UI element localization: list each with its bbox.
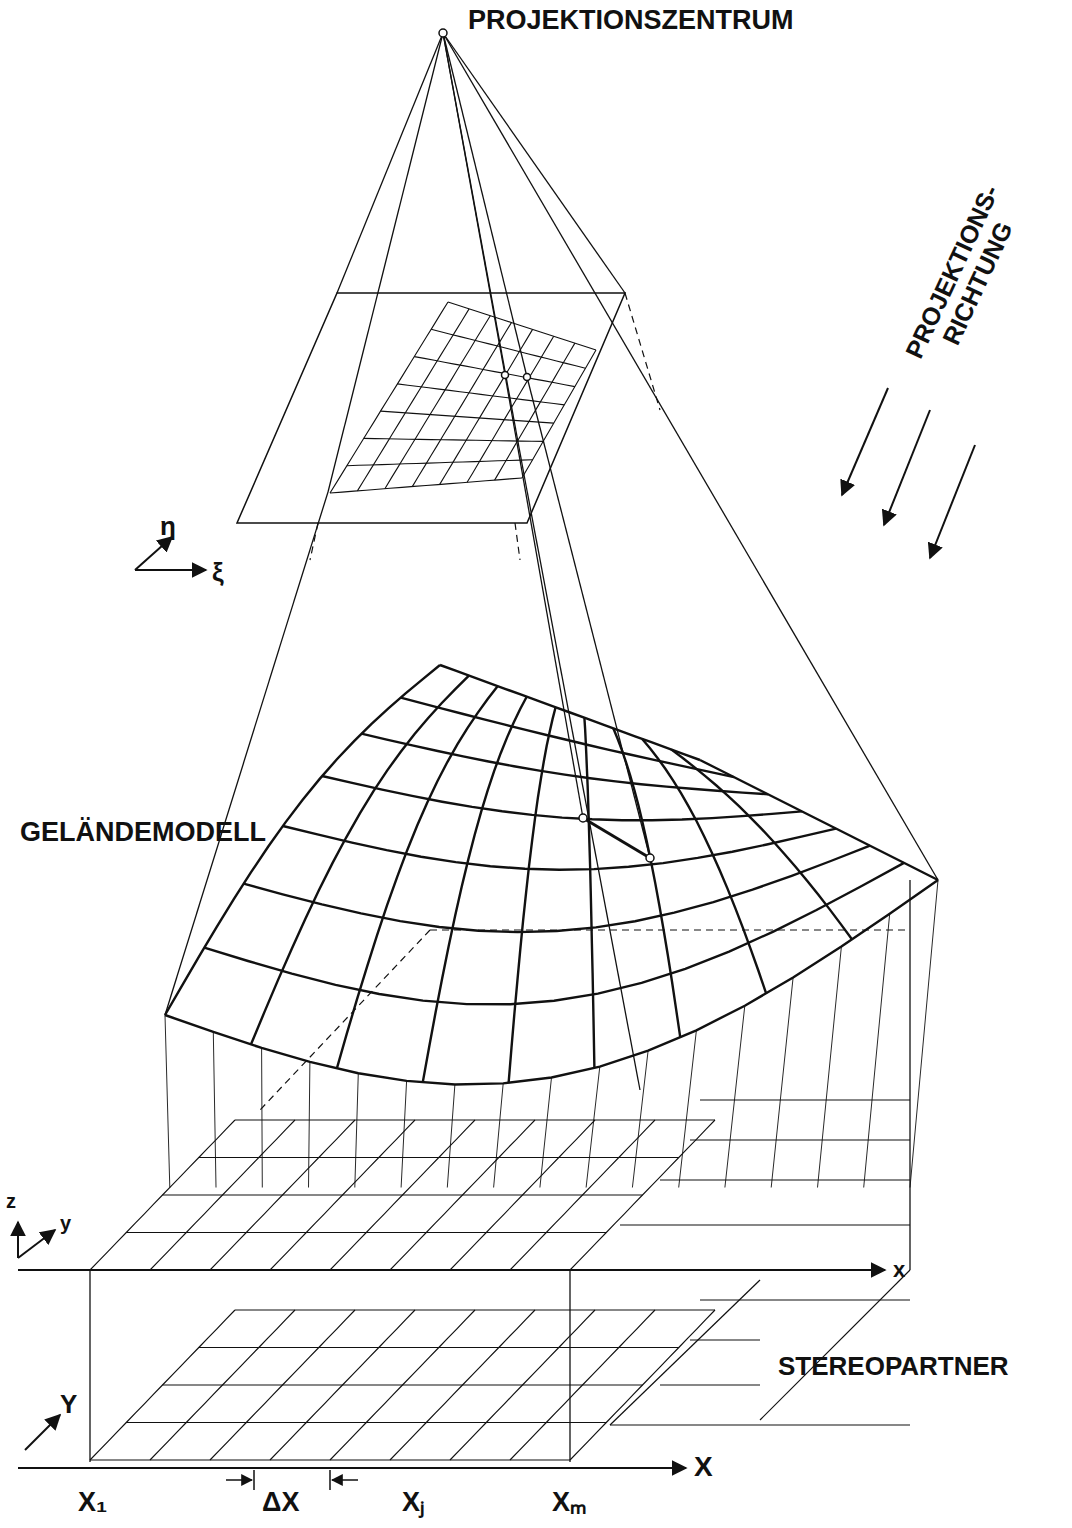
image-grid bbox=[448, 302, 596, 350]
text-label: PROJEKTIONSZENTRUM bbox=[468, 6, 794, 36]
terrain-grid bbox=[165, 880, 938, 1085]
image-grid bbox=[495, 343, 575, 480]
stereo-grid bbox=[235, 1309, 715, 1310]
Y-axis bbox=[25, 1415, 60, 1450]
terrain-grid bbox=[642, 739, 766, 994]
curtain-line bbox=[679, 1030, 697, 1187]
terrain-grid bbox=[204, 863, 904, 1004]
base-grid bbox=[199, 1157, 679, 1158]
curtain-line bbox=[864, 914, 890, 1188]
curtain-line bbox=[401, 1081, 407, 1188]
curtain-line bbox=[771, 978, 793, 1188]
curtain-line bbox=[309, 1062, 310, 1188]
text-label: Xⱼ bbox=[402, 1488, 425, 1518]
image-plane bbox=[237, 293, 625, 523]
grid-group bbox=[90, 302, 938, 1460]
base-grid bbox=[126, 1232, 606, 1233]
eta-axis bbox=[135, 537, 172, 570]
text-label: PROJEKTIONS- RICHTUNG bbox=[891, 162, 1038, 394]
text-label: GELÄNDEMODELL bbox=[20, 818, 266, 848]
curtain-line bbox=[818, 947, 842, 1188]
curtain-line bbox=[165, 1015, 170, 1188]
x-axis bbox=[18, 1269, 885, 1271]
curtain-line bbox=[586, 1067, 600, 1188]
projection-rays bbox=[165, 33, 938, 1090]
curtain-line bbox=[494, 1083, 504, 1187]
image-grid bbox=[522, 350, 596, 478]
text-label: X bbox=[694, 1452, 713, 1483]
text-label: ξ bbox=[212, 558, 224, 587]
image-grid bbox=[431, 329, 585, 368]
X-axis bbox=[18, 1467, 686, 1469]
dim-arrow bbox=[332, 1479, 358, 1481]
xi-axis bbox=[135, 569, 206, 571]
base-grid bbox=[163, 1194, 643, 1195]
text-label: STEREOPARTNER bbox=[778, 1352, 1009, 1381]
image-grid bbox=[330, 478, 522, 493]
curtain-line bbox=[447, 1085, 455, 1188]
curtain-line bbox=[355, 1073, 359, 1187]
curtain-line bbox=[725, 1006, 745, 1188]
dim-arrow bbox=[226, 1479, 252, 1481]
ray-points bbox=[439, 29, 654, 862]
text-label: ΔX bbox=[262, 1488, 299, 1518]
terrain-grid bbox=[401, 698, 734, 778]
text-label: z bbox=[6, 1190, 16, 1212]
hidden-lines bbox=[260, 293, 910, 1110]
dim-tick bbox=[253, 1470, 255, 1490]
dim-tick bbox=[329, 1470, 331, 1490]
image-grid bbox=[347, 460, 533, 466]
text-label: y bbox=[60, 1212, 71, 1234]
z-axis bbox=[17, 1222, 19, 1258]
terrain-grid bbox=[584, 718, 594, 1068]
base-grid bbox=[235, 1119, 715, 1120]
terrain-grid bbox=[361, 734, 768, 795]
corner-line bbox=[89, 1270, 90, 1462]
corner-line bbox=[909, 880, 910, 1270]
terrain-grid bbox=[283, 826, 836, 870]
curtain-line bbox=[910, 880, 938, 1188]
curtain-line bbox=[213, 1032, 216, 1188]
corner-line bbox=[569, 1270, 570, 1462]
curtain-line bbox=[261, 1048, 263, 1188]
direction-arrows bbox=[842, 388, 975, 558]
text-label: Y bbox=[60, 1390, 77, 1419]
text-label: x bbox=[893, 1258, 905, 1282]
stereo-grid bbox=[90, 1459, 570, 1460]
stereo-grid bbox=[199, 1347, 679, 1348]
y-axis bbox=[18, 1230, 55, 1258]
text-label: η bbox=[160, 512, 176, 541]
curtain-line bbox=[632, 1051, 648, 1188]
terrain-grid bbox=[337, 686, 498, 1069]
text-label: X₁ bbox=[78, 1488, 107, 1518]
curtain-line bbox=[540, 1078, 552, 1188]
terrain-grid bbox=[244, 846, 870, 932]
stereo-grid bbox=[126, 1422, 606, 1423]
image-grid bbox=[397, 384, 564, 405]
image-grid bbox=[414, 357, 575, 387]
terrain-grid bbox=[423, 697, 527, 1083]
text-label: Xₘ bbox=[552, 1488, 586, 1518]
terrain-grid bbox=[509, 707, 556, 1083]
image-grid bbox=[381, 411, 554, 423]
terrain-grid bbox=[322, 776, 802, 820]
